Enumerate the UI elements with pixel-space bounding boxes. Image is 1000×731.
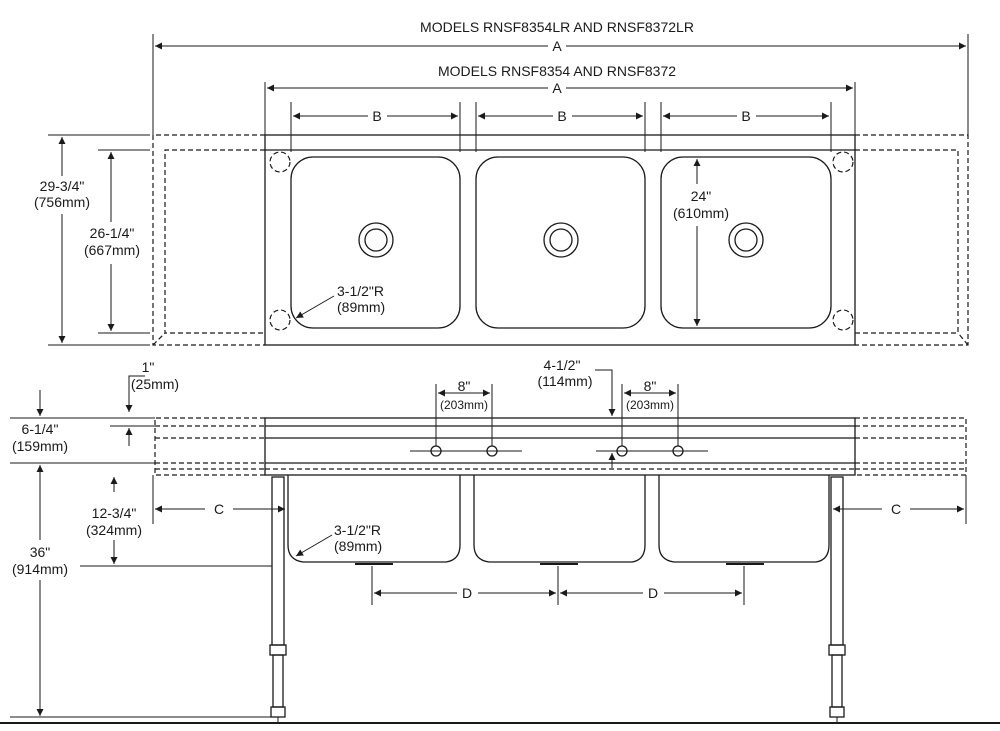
left-leg <box>269 476 287 722</box>
dim-a-std-label: A <box>552 80 562 96</box>
dim-c-left-label: C <box>214 501 224 517</box>
dim-36-label: 36" <box>30 544 51 560</box>
bowl-2-top <box>475 156 646 329</box>
right-drainboard-outline <box>855 134 969 346</box>
dim-412-label: 4-1/2" <box>544 357 581 373</box>
dim-1234-label: 12-3/4" <box>92 505 137 521</box>
bowl-3-front <box>658 475 830 563</box>
dim-splash-mm: (159mm) <box>12 438 68 454</box>
bowl-2-front <box>473 475 646 563</box>
dim-2614-label: 26-1/4" <box>90 225 135 241</box>
bowl-3-top <box>660 156 832 329</box>
dim-c-right-label: C <box>891 501 901 517</box>
dim-d1-label: D <box>462 585 472 601</box>
radius-label-top: 3-1/2"R <box>337 283 384 299</box>
radius-leader-top <box>295 295 335 319</box>
drain-icon <box>728 222 764 258</box>
drain-icon <box>358 222 394 258</box>
dim-2614-mm: (667mm) <box>84 242 140 258</box>
right-drainboard-front <box>855 417 967 476</box>
dim-b1-label: B <box>372 108 381 124</box>
dim-rim-label: 1" <box>142 359 155 375</box>
leg-position-icon <box>832 309 854 331</box>
dim-1234-mm: (324mm) <box>86 522 142 538</box>
dim-8-2-label: 8" <box>644 378 657 394</box>
dim-24-label: 24" <box>691 188 712 204</box>
models-lr-title: MODELS RNSF8354LR AND RNSF8372LR <box>420 19 694 35</box>
dim-24-mm: (610mm) <box>673 205 729 221</box>
sink-top-outline <box>264 134 856 346</box>
dim-splash-label: 6-1/4" <box>22 421 59 437</box>
left-drainboard-outline <box>152 134 265 346</box>
dim-2934-label: 29-3/4" <box>40 178 85 194</box>
bowl-1-front <box>287 475 461 563</box>
dim-412-leader <box>595 369 616 416</box>
radius-label-front: 3-1/2"R <box>334 522 381 538</box>
dim-d2-label: D <box>648 585 658 601</box>
right-leg <box>828 476 846 722</box>
left-drainboard-front <box>154 417 265 476</box>
leg-position-icon <box>832 151 854 173</box>
dim-412-mm: (114mm) <box>538 373 593 389</box>
dim-8-2-mm: (203mm) <box>626 398 674 412</box>
dim-8-1-mm: (203mm) <box>440 398 488 412</box>
leg-position-icon <box>269 151 291 173</box>
radius-mm-front: (89mm) <box>334 538 382 554</box>
dim-rim-mm: (25mm) <box>131 376 179 392</box>
dim-b3-label: B <box>741 108 750 124</box>
bowl-1-top <box>290 156 461 329</box>
drain-icon <box>543 222 579 258</box>
sink-front-apron <box>264 417 856 476</box>
dim-2934-mm: (756mm) <box>34 194 90 210</box>
dim-rim-leader <box>125 375 145 412</box>
dim-8-1-label: 8" <box>458 378 471 394</box>
dim-b2-label: B <box>557 108 566 124</box>
dim-36-mm: (914mm) <box>12 561 68 577</box>
dim-a-lr-label: A <box>552 38 562 54</box>
leg-position-icon <box>269 309 291 331</box>
models-std-title: MODELS RNSF8354 AND RNSF8372 <box>438 63 676 79</box>
radius-leader-front <box>295 534 333 557</box>
radius-mm-top: (89mm) <box>337 299 385 315</box>
